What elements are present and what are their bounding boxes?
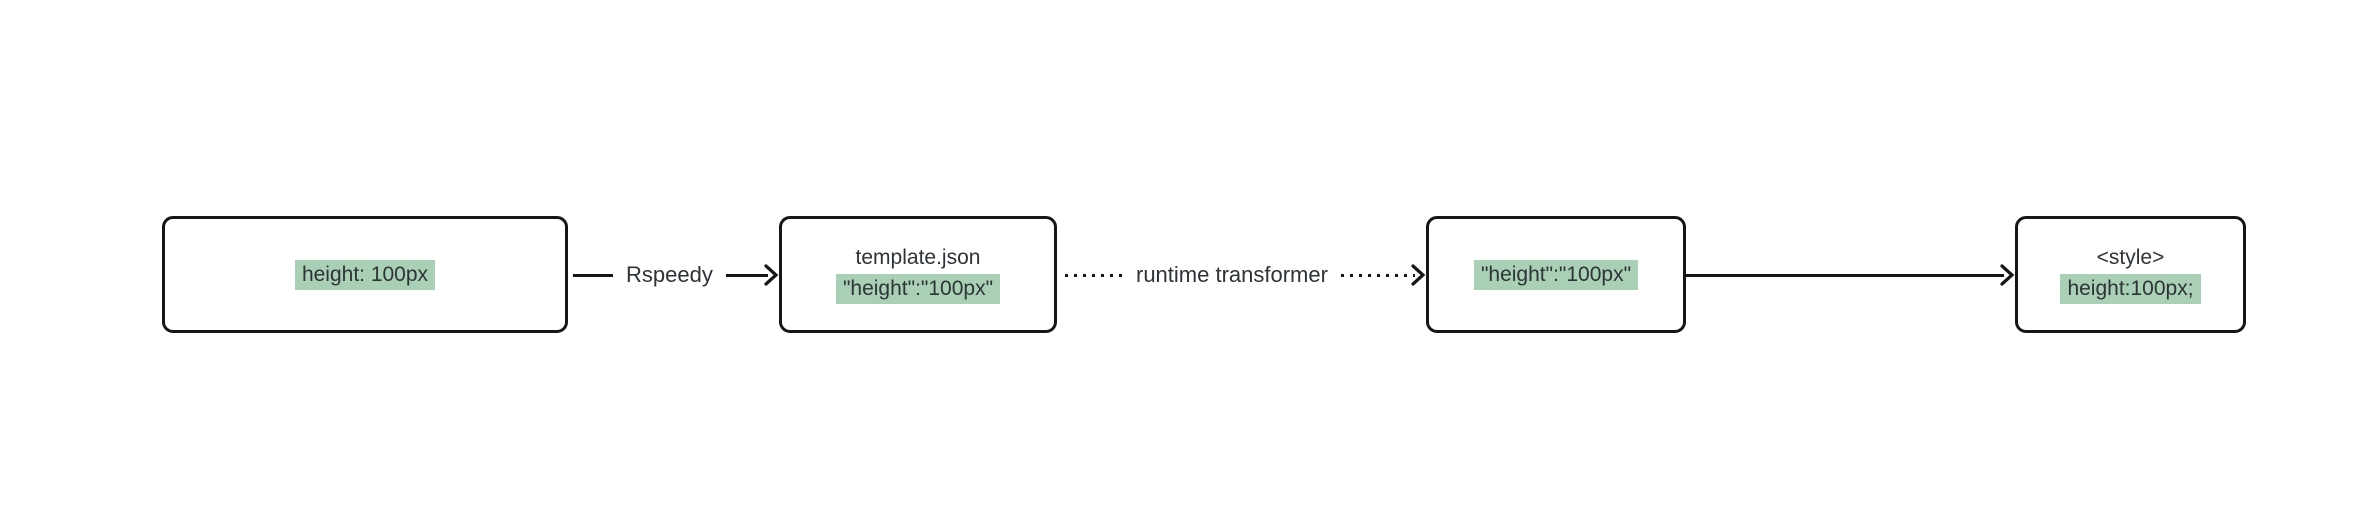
- arrow-line: [725, 273, 768, 277]
- code-highlight: height: 100px: [294, 259, 436, 290]
- code-highlight: "height":"100px": [835, 274, 1001, 304]
- code-highlight: "height":"100px": [1473, 259, 1639, 290]
- arrow-line: [573, 273, 613, 277]
- arrow-to-style-output: [1686, 261, 2015, 289]
- arrowhead-icon: [764, 264, 779, 286]
- node-runtime-value: "height":"100px": [1426, 216, 1686, 333]
- arrow-runtime-transformer: runtime transformer: [1057, 261, 1426, 289]
- node-title: template.json: [855, 246, 981, 269]
- dotted-arrow-line: [1065, 273, 1123, 277]
- node-style-output: <style> height:100px;: [2015, 216, 2246, 333]
- node-source-css: height: 100px: [162, 216, 568, 333]
- code-highlight: height:100px;: [2060, 274, 2201, 304]
- arrow-line: [1686, 273, 2004, 277]
- dotted-arrow-line: [1340, 273, 1415, 277]
- connector-label-runtime-transformer: runtime transformer: [1136, 262, 1328, 287]
- arrowhead-icon: [1411, 264, 1426, 286]
- node-template-json: template.json "height":"100px": [779, 216, 1057, 333]
- node-title: <style>: [2096, 246, 2165, 269]
- arrow-rspeedy: Rspeedy: [568, 261, 779, 289]
- connector-label-rspeedy: Rspeedy: [626, 262, 713, 287]
- arrowhead-icon: [2000, 264, 2015, 286]
